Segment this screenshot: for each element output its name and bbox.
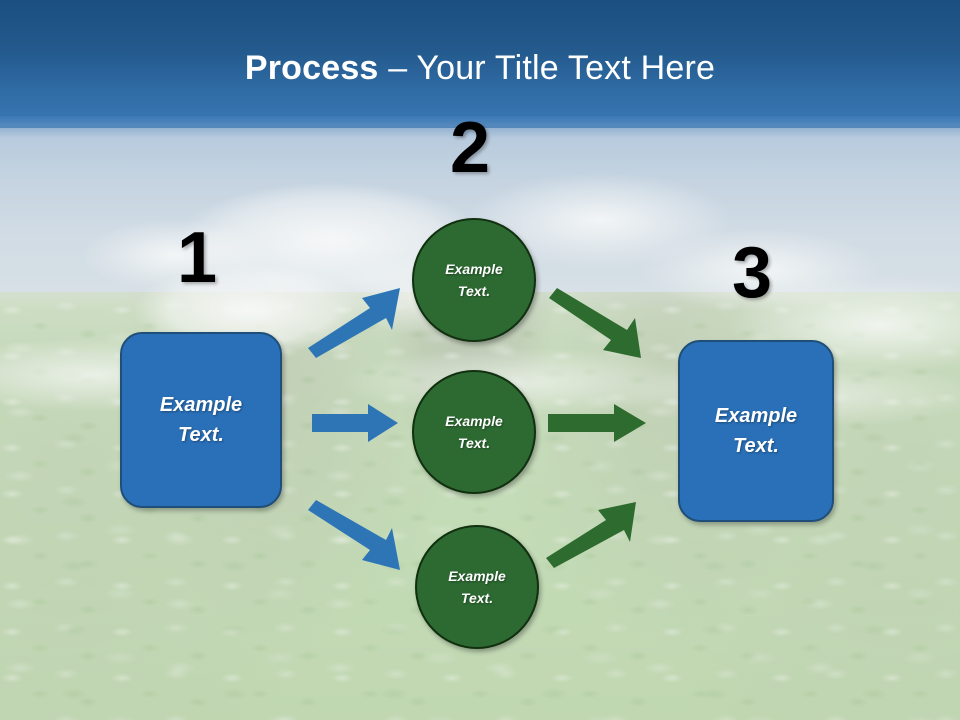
step-number-2: 2 (449, 108, 491, 188)
stage3-box[interactable]: Example Text. (678, 340, 834, 522)
arrow-stage1-to-circle-bottom (308, 500, 400, 570)
stage1-box[interactable]: Example Text. (120, 332, 282, 508)
arrow-stage1-to-circle-middle (312, 404, 398, 442)
page-title: Process – Your Title Text Here (0, 48, 960, 88)
step-number-1: 1 (176, 218, 218, 298)
arrow-circle-middle-to-stage3 (548, 404, 646, 442)
stage2-circle-middle-label: Example Text. (445, 413, 503, 451)
stage2-circle-bottom[interactable]: Example Text. (415, 525, 539, 649)
stage2-circle-bottom-label: Example Text. (448, 568, 506, 606)
arrow-circle-top-to-stage3 (549, 288, 641, 358)
stage1-box-label: Example Text. (159, 394, 243, 446)
title-banner (0, 0, 960, 128)
page-title-rest: – Your Title Text Here (378, 49, 716, 87)
stage3-box-label: Example Text. (714, 405, 798, 457)
stage2-circle-middle[interactable]: Example Text. (412, 370, 536, 494)
stage2-circle-top-label: Example Text. (445, 261, 503, 299)
step-number-3: 3 (731, 233, 773, 313)
page-title-bold-part: Process (244, 49, 379, 87)
title-banner-fade (0, 116, 960, 138)
arrow-circle-bottom-to-stage3 (546, 502, 636, 568)
stage2-circle-top[interactable]: Example Text. (412, 218, 536, 342)
arrow-stage1-to-circle-top (308, 288, 400, 358)
